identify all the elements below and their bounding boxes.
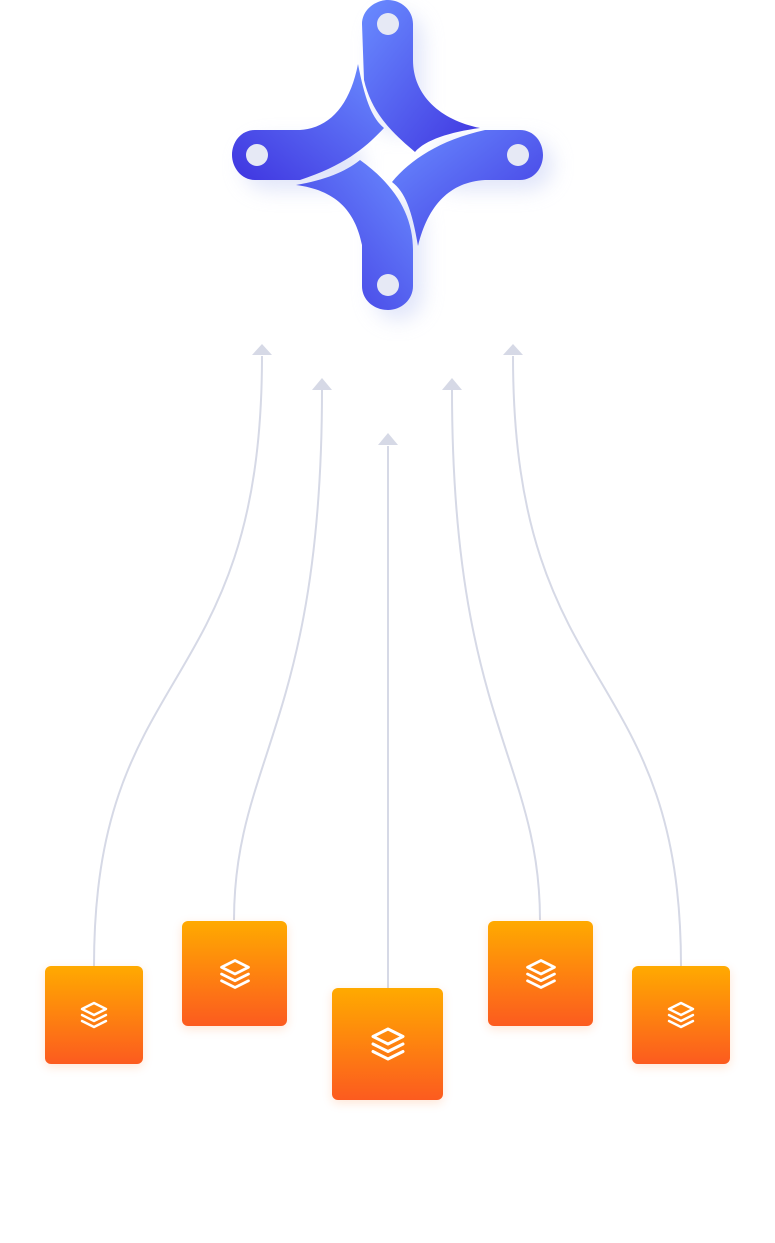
arrowhead-1 xyxy=(252,344,272,355)
arrowhead-2 xyxy=(312,378,332,390)
connectors xyxy=(93,355,682,988)
layers-icon xyxy=(525,958,556,989)
source-node-1[interactable] xyxy=(45,966,143,1064)
source-node-4[interactable] xyxy=(488,921,593,1026)
connector-source-2 xyxy=(233,389,323,921)
hub-hole-right xyxy=(507,144,529,166)
connector-source-1 xyxy=(93,355,263,967)
source-node-5[interactable] xyxy=(632,966,730,1064)
source-node-3[interactable] xyxy=(332,988,443,1100)
layers-icon xyxy=(80,1001,108,1029)
hub-hole-left xyxy=(246,144,268,166)
hub-hole-top xyxy=(377,13,399,35)
arrowheads xyxy=(252,344,523,445)
layers-icon xyxy=(219,958,250,989)
source-node-2[interactable] xyxy=(182,921,287,1026)
arrowhead-4 xyxy=(442,378,462,390)
layers-icon xyxy=(667,1001,695,1029)
hub-hole-bottom xyxy=(377,274,399,296)
hub-logo-icon xyxy=(232,0,553,320)
arrowhead-5 xyxy=(503,344,523,355)
arrowhead-3 xyxy=(378,433,398,445)
layers-icon xyxy=(371,1027,404,1061)
connector-source-5 xyxy=(512,355,682,967)
connector-source-4 xyxy=(451,389,541,921)
